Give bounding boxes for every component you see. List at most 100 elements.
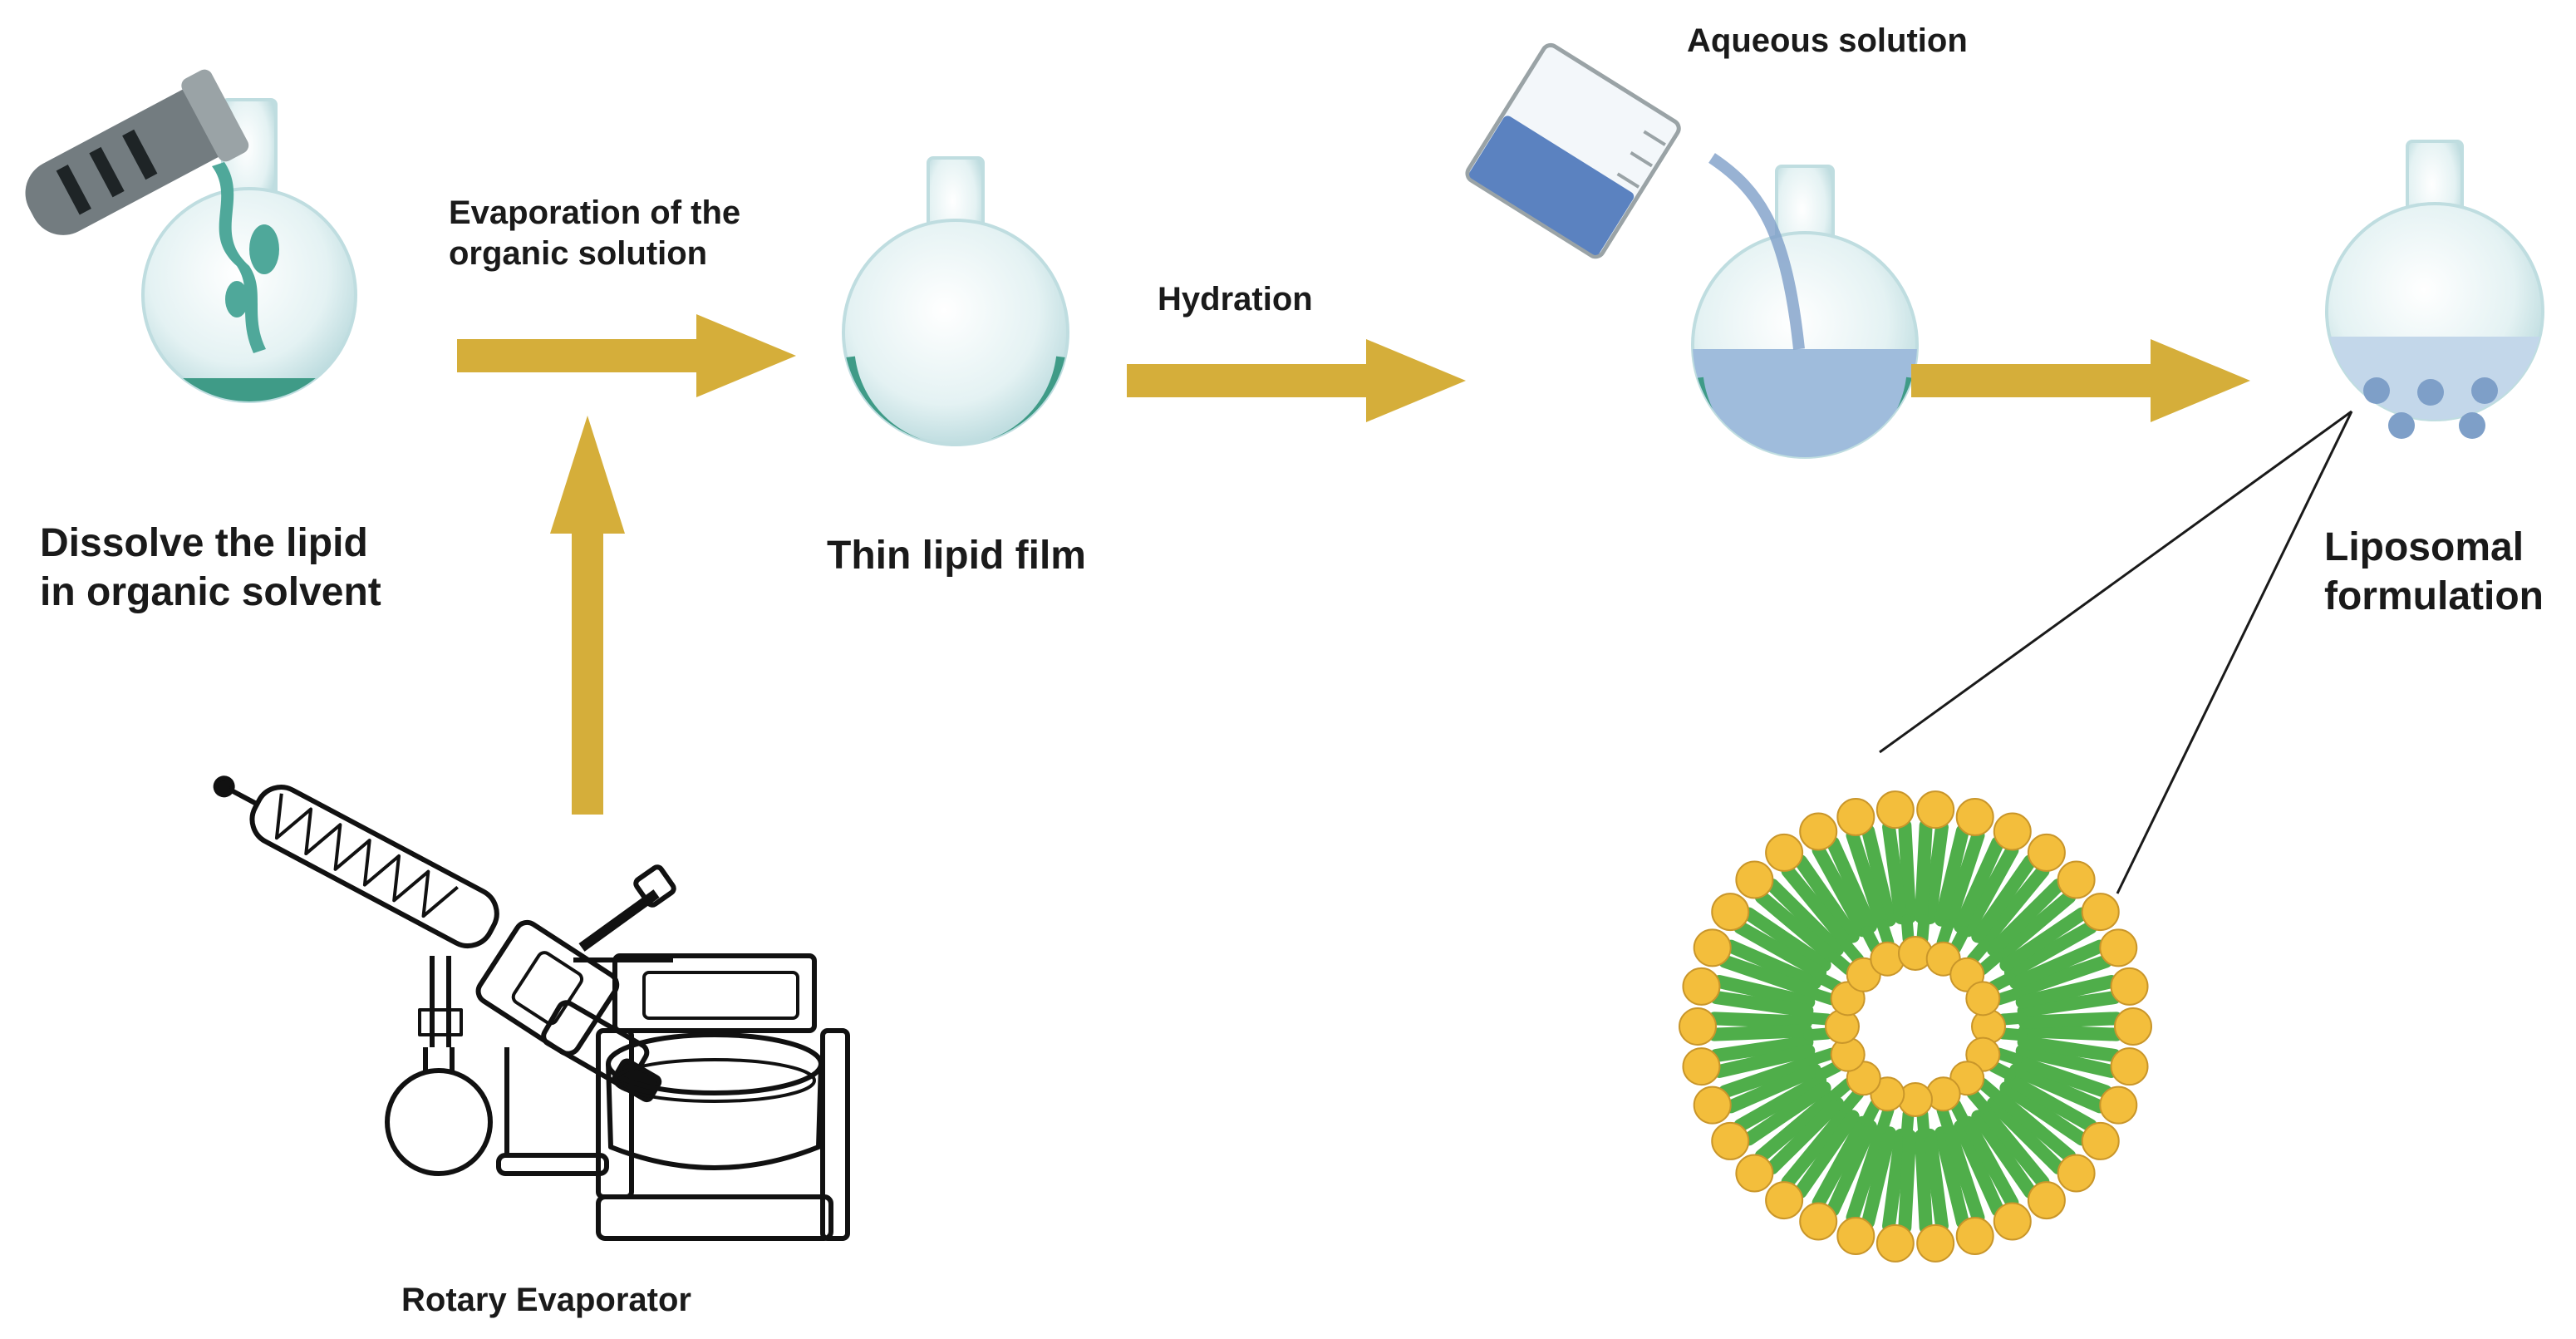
lipid-head (2027, 1181, 2066, 1220)
arrow-rotary-up (550, 416, 625, 815)
lipid-tail (1966, 939, 1990, 966)
lipid-tail (1971, 1110, 2037, 1199)
lipid-tail (1916, 914, 1930, 945)
lipid-tail (1781, 864, 1853, 948)
lipid-tail (1900, 1108, 1915, 1139)
lipid-head (2110, 967, 2149, 1006)
lipid-tail (2018, 1024, 2123, 1041)
lipid-head (1735, 1154, 1774, 1193)
process-arrows (457, 314, 2250, 815)
lipid-head (1965, 981, 2001, 1017)
lipid-tail (1914, 819, 1933, 924)
lipid-tail (1724, 1063, 1821, 1114)
lipid-tail (2015, 1044, 2118, 1078)
lipid-tail (1986, 878, 2066, 957)
label-liposomal: Liposomal formulation (2324, 524, 2544, 621)
lipid-tail (1900, 914, 1915, 945)
lipid-head (2099, 928, 2138, 967)
lipid-tail (1826, 836, 1877, 933)
lipid-head (1711, 1121, 1750, 1160)
lipid-head (1836, 798, 1875, 837)
lipid-tail (1936, 919, 1954, 949)
lipid-tail (1861, 1126, 1896, 1229)
label-evaporation-line2: organic solution (449, 234, 708, 272)
beaker-icon (1465, 42, 1681, 259)
lipid-tail (1949, 926, 1970, 954)
lipid-tail (1934, 824, 1969, 927)
lipid-tail (1976, 1077, 2003, 1101)
lipid-tail (1997, 1027, 2028, 1041)
flask-dissolve-icon (141, 98, 357, 403)
lipid-head (1955, 798, 1994, 837)
lipid-tail (2012, 1055, 2112, 1099)
lipid-tail (1923, 820, 1949, 925)
lipid-tail (1718, 1055, 1819, 1099)
lipid-tail (1882, 1128, 1908, 1233)
lipid-tail (1826, 1120, 1877, 1217)
lipid-tail (1708, 1024, 1813, 1041)
label-evaporation-line1: Evaporation of the (449, 194, 741, 231)
lipid-head (2027, 833, 2066, 872)
label-hydration: Hydration (1158, 279, 1313, 320)
lipid-tail (1916, 1108, 1930, 1139)
lipid-head (1693, 1085, 1732, 1125)
lipid-tail (2009, 939, 2107, 990)
lipid-head (1993, 1202, 2032, 1241)
lipid-tail (1765, 878, 1845, 957)
lipid-tail (1846, 829, 1888, 929)
lipid-tail (1733, 920, 1827, 980)
lipid-head (2057, 1154, 2096, 1193)
label-liposomal-line2: formulation (2324, 574, 2544, 618)
lipid-tail (1993, 987, 2023, 1006)
lipid-tail (1713, 1044, 1816, 1078)
test-tube-icon (25, 69, 249, 235)
lipid-head (2110, 1047, 2149, 1086)
label-dissolve: Dissolve the lipid in organic solvent (40, 519, 381, 617)
label-hydration-text: Hydration (1158, 281, 1313, 318)
label-thin-film: Thin lipid film (827, 532, 1086, 581)
label-dissolve-line2: in organic solvent (40, 569, 381, 614)
lipid-tail (1876, 919, 1895, 949)
lipid-tail (1708, 1012, 1813, 1029)
lipid-tail (1997, 1012, 2028, 1026)
lipid-tail (1815, 1061, 1843, 1081)
lipid-tail (1898, 1129, 1917, 1234)
lipid-head (1955, 1216, 1994, 1255)
lipid-tail (1754, 890, 1838, 963)
lipid-head (1916, 1223, 1955, 1263)
lipid-tail (1733, 1073, 1827, 1133)
liposome-bilayer-icon (1679, 790, 2152, 1263)
lipid-head (2114, 1007, 2152, 1046)
lipid-tail (1808, 987, 1838, 1006)
rotary-evaporator-icon (213, 775, 850, 1241)
lipid-tail (2009, 1063, 2107, 1114)
arrow-hydration (1127, 339, 1466, 422)
lipid-tail (1742, 907, 1831, 972)
lipid-tail (1934, 1126, 1969, 1229)
lipid-tail (1754, 1090, 1838, 1163)
label-dissolve-line1: Dissolve the lipid (40, 521, 368, 565)
lipid-head (1679, 1007, 1717, 1046)
lipid-tail (2018, 1012, 2123, 1029)
lipid-tail (1808, 1047, 1838, 1066)
flask-aqueous-icon (1691, 153, 1919, 459)
lipid-tail (1765, 1096, 1845, 1175)
lipid-tail (1709, 991, 1814, 1017)
lipid-tail (2003, 920, 2097, 980)
lipid-tail (2017, 1036, 2121, 1062)
lipid-tail (1828, 952, 1855, 976)
arrow-evaporation (457, 314, 796, 397)
lipid-tail (2012, 954, 2112, 998)
lipid-tail (1961, 1115, 2019, 1210)
lipid-tail (1961, 843, 2019, 938)
lipid-tail (1993, 890, 2077, 963)
lipid-tail (1803, 1027, 1834, 1041)
lipid-tail (1742, 1081, 1831, 1146)
pouring-solvent-stream (212, 162, 279, 353)
lipid-tail (1709, 1036, 1814, 1062)
lipid-head (2057, 860, 2096, 899)
lipid-tail (1861, 824, 1896, 927)
lipid-head (1765, 833, 1804, 872)
